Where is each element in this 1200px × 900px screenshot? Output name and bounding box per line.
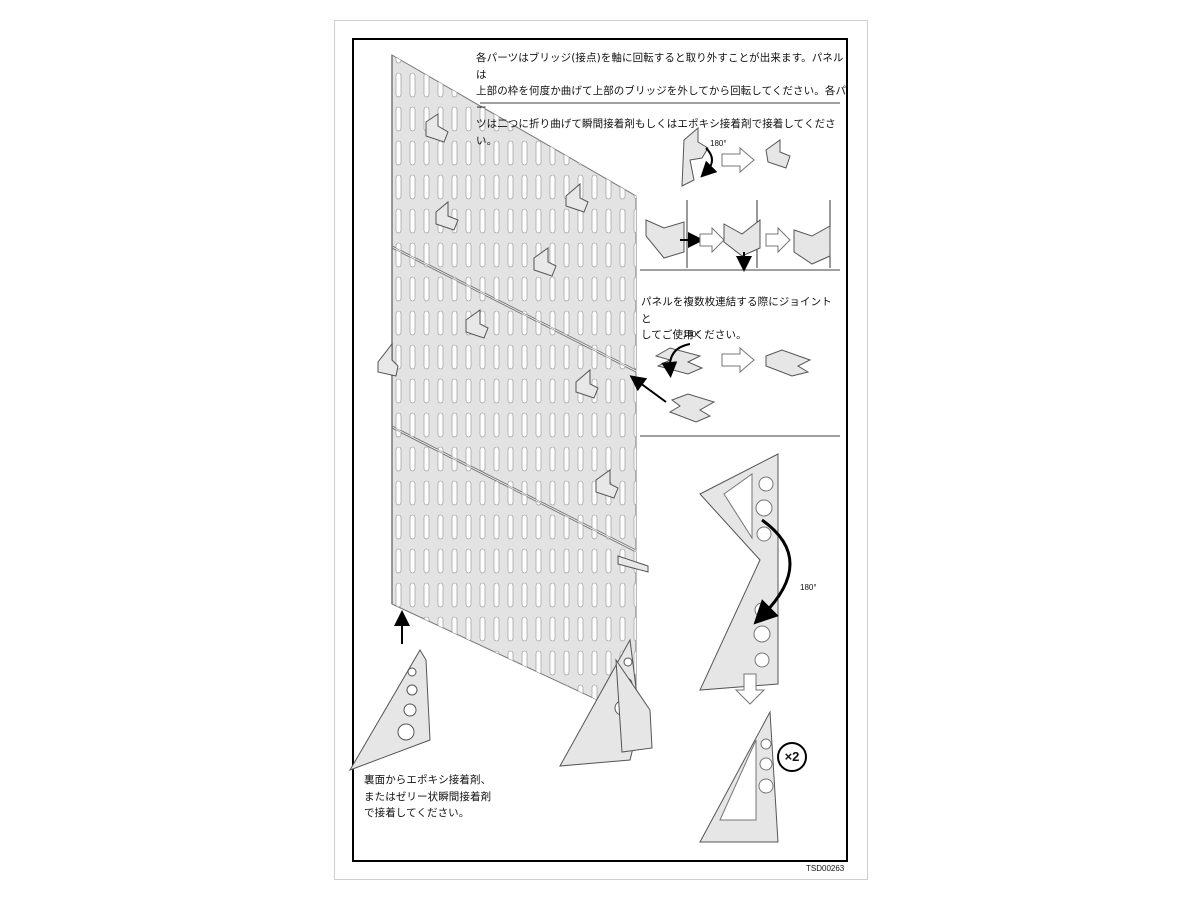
instruction-frame — [352, 38, 848, 862]
rotation-label-stand: 180° — [800, 583, 817, 592]
rotation-label-joint: 180° — [683, 330, 700, 339]
joint-fold-diagram — [654, 343, 812, 378]
pegboard-panel — [391, 54, 637, 719]
glue-instructions: 裏面からエポキシ接着剤、 またはゼリー状瞬間接着剤 で接着してください。 — [364, 774, 492, 819]
rotation-label-hook: 180° — [710, 139, 727, 148]
panel-hooks — [377, 113, 649, 573]
quantity-badge: ×2 — [777, 742, 807, 772]
joint-instructions: パネルを複数枚連結する際にジョイントと してご使用ください。 — [641, 296, 832, 341]
stand-fold-diagram — [699, 453, 792, 843]
intro-instructions: 各パーツはブリッジ(接点)を軸に回転すると取り外すことが出来ます。パネルは 上部… — [476, 52, 847, 147]
panel-stands — [348, 610, 653, 771]
joint-insert — [629, 375, 716, 423]
part-code: TSD00263 — [806, 864, 845, 873]
hook-removal-diagram — [640, 126, 840, 272]
